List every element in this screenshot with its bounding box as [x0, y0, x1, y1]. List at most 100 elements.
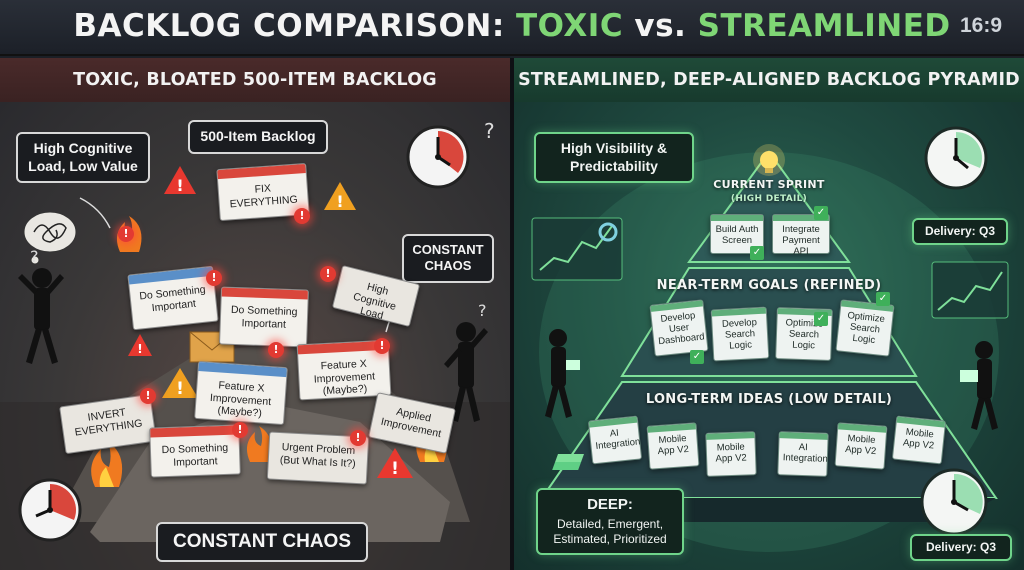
dashboard-chart-left	[531, 217, 623, 281]
near-term-card: Develop User Dashboard	[649, 299, 709, 357]
card-header-bar	[706, 432, 755, 440]
panel-divider	[510, 58, 514, 570]
person-with-laptop-right	[960, 341, 998, 430]
card-title: Build Auth Screen	[715, 224, 759, 246]
confusion-scribble-icon	[23, 211, 77, 265]
card-title: Optimize Search Logic	[846, 310, 886, 346]
callout-500-item: 500-Item Backlog	[188, 120, 328, 154]
alert-dot-icon: !	[206, 270, 222, 286]
stressed-person-right: ?	[444, 301, 488, 422]
long-term-card: AI Integration	[777, 431, 829, 477]
title-prefix: BACKLOG COMPARISON:	[73, 8, 517, 44]
delivery-badge-bottom: Delivery: Q3	[910, 534, 1012, 561]
card-title: Applied Improvement	[379, 405, 443, 440]
delivery-badge-top: Delivery: Q3	[912, 218, 1008, 245]
title-vs: vs.	[623, 8, 698, 44]
card-title: High Cognitive Load	[351, 280, 398, 323]
card-header-bar	[838, 423, 887, 433]
svg-text:?: ?	[30, 247, 39, 266]
alert-dot-icon: !	[374, 338, 390, 354]
check-icon: ✓	[876, 292, 890, 306]
aspect-ratio-badge: 16:9	[959, 14, 1002, 37]
footer-constant-chaos: CONSTANT CHAOS	[156, 522, 368, 562]
alert-dot-icon: !	[320, 266, 336, 282]
streamlined-panel-heading: STREAMLINED, DEEP-ALIGNED BACKLOG PYRAMI…	[514, 58, 1024, 102]
callout-constant-chaos-side: CONSTANT CHAOS	[402, 234, 494, 283]
card-title: Feature X Improvement (Maybe?)	[313, 357, 376, 398]
clock-icon-bottom	[18, 478, 82, 542]
card-title: INVERT EVERYTHING	[73, 406, 144, 439]
deep-definition-box: DEEP: Detailed, Emergent, Estimated, Pri…	[536, 488, 684, 555]
card-title: Mobile App V2	[715, 441, 747, 465]
title-streamlined: STREAMLINED	[697, 8, 951, 44]
check-icon: ✓	[750, 246, 764, 260]
backlog-card: Do Something Important	[127, 265, 219, 331]
warning-icon: !	[164, 166, 196, 195]
card-title: Urgent Problem (But What Is It?)	[279, 441, 356, 470]
check-icon: ✓	[690, 350, 704, 364]
backlog-card: Feature X Improvement (Maybe?)	[194, 360, 288, 426]
card-title: AI Integration	[594, 427, 641, 452]
warning-icon: !	[324, 182, 356, 211]
alert-dot-icon: !	[140, 388, 156, 404]
clock-icon-top	[406, 125, 470, 189]
long-term-card: Mobile App V2	[705, 431, 757, 477]
card-stack-icon	[552, 454, 584, 470]
card-title: Do Something Important	[138, 283, 207, 314]
long-term-card: Mobile App V2	[891, 415, 947, 465]
near-term-card: Develop Search Logic	[710, 306, 770, 362]
alert-dot-icon: !	[232, 422, 248, 438]
streamlined-backlog-panel: High Visibility & Predictability CURRENT…	[514, 102, 1024, 570]
toxic-panel-heading: TOXIC, BLOATED 500-ITEM BACKLOG	[0, 58, 510, 102]
svg-text:!: !	[176, 176, 183, 195]
card-title: Do Something Important	[230, 303, 298, 331]
header-bar: BACKLOG COMPARISON: TOXIC vs. STREAMLINE…	[0, 0, 1024, 56]
backlog-card: Do Something Important	[149, 424, 241, 478]
card-header-bar	[647, 423, 696, 433]
fire-icon	[246, 426, 272, 462]
page-title: BACKLOG COMPARISON: TOXIC vs. STREAMLINE…	[0, 8, 1024, 44]
card-title: Mobile App V2	[902, 426, 935, 452]
warning-icon: !	[377, 448, 413, 479]
title-toxic: TOXIC	[516, 8, 624, 44]
tier-sub-high-detail: (HIGH DETAIL)	[730, 194, 808, 204]
long-term-card: Mobile App V2	[834, 422, 888, 470]
sprint-card: Integrate Payment API	[772, 214, 830, 257]
card-title: Develop Search Logic	[721, 317, 758, 352]
card-title: Do Something Important	[161, 441, 229, 469]
callout-visibility: High Visibility & Predictability	[534, 132, 694, 183]
card-title: AI Integration	[782, 441, 828, 465]
warning-icon: !	[162, 368, 198, 399]
tier-label-long-term: LONG-TERM IDEAS (LOW DETAIL)	[645, 392, 893, 407]
near-term-card: Optimize Search Logic	[835, 299, 895, 357]
arrow-icon	[79, 197, 111, 229]
card-title: Mobile App V2	[657, 433, 690, 457]
toxic-backlog-panel: ! ! ! ! ! ? ?	[0, 102, 510, 570]
check-icon: ✓	[814, 312, 828, 326]
alert-dot-icon: !	[268, 342, 284, 358]
card-header-bar	[150, 425, 239, 438]
tier-label-current-sprint: CURRENT SPRINT	[713, 178, 825, 191]
svg-text:?: ?	[478, 301, 487, 320]
card-header-bar	[711, 307, 766, 317]
alert-dot-icon: !	[350, 430, 366, 446]
svg-text:!: !	[391, 459, 399, 479]
warning-icon: !	[128, 334, 152, 356]
card-header-bar	[779, 432, 828, 440]
alert-dot-icon: !	[294, 208, 310, 224]
svg-text:!: !	[336, 192, 343, 211]
card-header-bar	[773, 215, 829, 221]
stressed-person-left: ?	[18, 247, 64, 364]
card-title: Mobile App V2	[844, 433, 877, 457]
alert-dot-icon: !	[118, 226, 134, 242]
tier-label-near-term: NEAR-TERM GOALS (REFINED)	[656, 278, 882, 293]
long-term-card: Mobile App V2	[646, 422, 700, 470]
person-with-tablet-left	[545, 329, 580, 418]
card-title: Develop User Dashboard	[657, 310, 706, 348]
fire-icon	[116, 216, 142, 252]
card-title: Feature X Improvement (Maybe?)	[209, 379, 272, 420]
svg-text:!: !	[137, 342, 142, 356]
question-mark-icon: ?	[484, 119, 495, 143]
check-icon: ✓	[814, 206, 828, 220]
long-term-card: AI Integration	[587, 415, 643, 465]
